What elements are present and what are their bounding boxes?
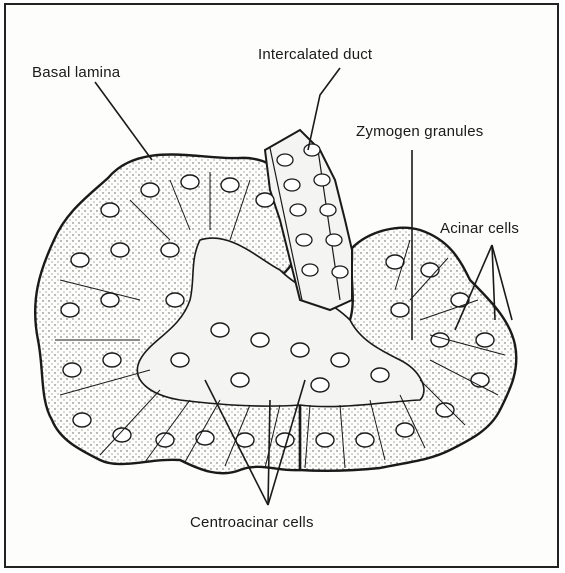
label-basal-lamina: Basal lamina [32, 64, 120, 81]
label-intercalated-duct: Intercalated duct [258, 46, 372, 63]
leader-basal-lamina [95, 82, 152, 160]
label-zymogen-granules: Zymogen granules [356, 123, 483, 140]
label-acinar-cells: Acinar cells [440, 220, 519, 237]
label-centroacinar-cells: Centroacinar cells [190, 514, 314, 531]
leader-intercalated-duct [308, 68, 340, 150]
